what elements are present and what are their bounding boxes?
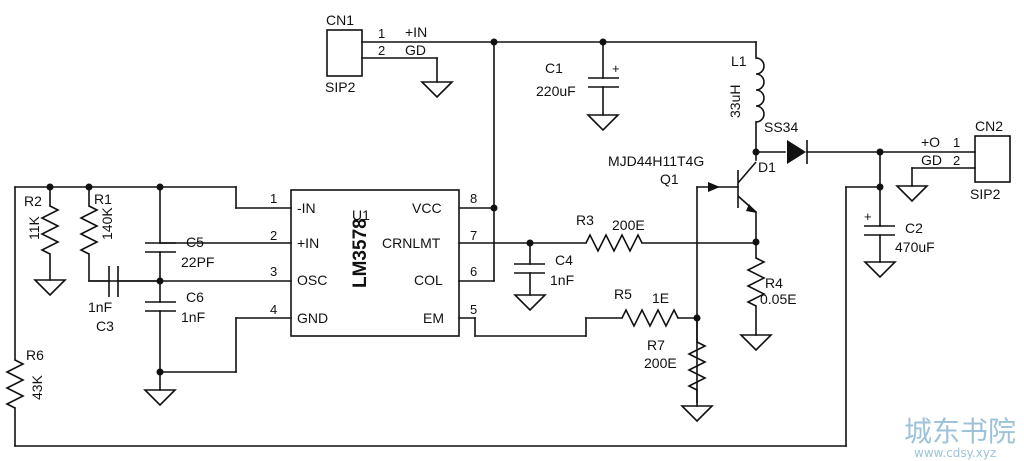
r2-value: 11K — [26, 215, 42, 240]
pin6-num: 6 — [470, 264, 477, 279]
d1-value: SS34 — [764, 119, 798, 135]
ground-symbol-r7 — [680, 405, 714, 423]
watermark: 城东书院 www.cdsy.xyz — [904, 415, 1016, 460]
transistor-q1: MJD44H11T4G Q1 — [608, 153, 757, 213]
resistor-r4: R4 0.05E — [746, 257, 797, 336]
c2-polarity: + — [864, 209, 872, 224]
l1-value: 33uH — [727, 85, 743, 118]
resistor-r3: R3 200E — [576, 212, 757, 253]
c4-value: 1nF — [550, 272, 574, 288]
cn2-pin2-num: 2 — [953, 153, 960, 168]
cn1-ref: CN1 — [326, 12, 354, 28]
c5-value: 22PF — [181, 254, 214, 270]
c3-ref: C3 — [96, 318, 114, 334]
capacitor-c5: C5 22PF — [145, 234, 214, 282]
pin8-num: 8 — [470, 191, 477, 206]
resistor-r5: R5 1E — [614, 286, 698, 328]
ic-u1: U1 LM3578 -IN +IN OSC GND VCC CRNLMT COL… — [270, 189, 477, 337]
r4-value: 0.05E — [760, 291, 797, 307]
c1-polarity: + — [612, 61, 620, 76]
r3-ref: R3 — [576, 212, 594, 228]
r5-value: 1E — [652, 290, 669, 306]
watermark-url: www.cdsy.xyz — [914, 446, 996, 460]
c5-ref: C5 — [186, 234, 204, 250]
c1-value: 220uF — [536, 83, 576, 99]
c2-value: 470uF — [895, 239, 935, 255]
pin2-name: +IN — [297, 235, 319, 251]
resistor-r6: R6 43K — [5, 347, 45, 447]
q1-value: MJD44H11T4G — [608, 153, 704, 169]
c4-ref: C4 — [555, 252, 573, 268]
cn1-pin2-num: 2 — [378, 43, 385, 58]
pin4-num: 4 — [270, 302, 277, 317]
l1-ref: L1 — [731, 53, 747, 69]
connector-cn1: CN1 SIP2 1 +IN 2 GD — [325, 12, 495, 95]
ground-symbol-c2 — [863, 261, 897, 279]
ic-name: LM3578 — [350, 218, 371, 288]
cn1-pin1-num: 1 — [378, 26, 385, 41]
capacitor-c1: + C1 220uF — [536, 41, 620, 116]
r4-ref: R4 — [765, 275, 783, 291]
pin3-num: 3 — [270, 264, 277, 279]
pin3-name: OSC — [297, 272, 327, 288]
resistor-r2: R2 11K — [24, 186, 60, 281]
r6-value: 43K — [29, 374, 45, 400]
junction-dot — [876, 183, 884, 191]
resistor-r1: R1 140K — [79, 186, 115, 282]
cn2-pin2-net: GD — [921, 152, 942, 168]
c2-ref: C2 — [905, 220, 923, 236]
r6-ref: R6 — [26, 347, 44, 363]
pin1-num: 1 — [270, 191, 277, 206]
ground-symbol-cn2 — [895, 185, 929, 203]
pin7-name: CRNLMT — [382, 235, 441, 251]
r2-ref: R2 — [24, 193, 42, 209]
r7-ref: R7 — [647, 337, 665, 353]
c6-ref: C6 — [186, 289, 204, 305]
capacitor-c6: C6 1nF — [145, 280, 205, 391]
pin4-name: GND — [297, 310, 328, 326]
r5-ref: R5 — [614, 286, 632, 302]
ground-symbol-c1 — [586, 114, 620, 132]
d1-ref: D1 — [758, 159, 776, 175]
cn1-pin2-net: GD — [405, 42, 426, 58]
q1-ref: Q1 — [660, 171, 679, 187]
r7-value: 200E — [644, 355, 677, 371]
capacitor-c3: 1nF C3 — [88, 266, 161, 334]
pin5-name: EM — [423, 310, 444, 326]
r3-value: 200E — [612, 217, 645, 233]
pin7-num: 7 — [470, 228, 477, 243]
r1-ref: R1 — [94, 191, 112, 207]
ic-ref: U1 — [352, 207, 370, 223]
pin5-num: 5 — [470, 302, 477, 317]
junction-dot — [490, 38, 498, 46]
c1-ref: C1 — [545, 60, 563, 76]
capacitor-c4: C4 1nF — [514, 242, 574, 296]
c6-value: 1nF — [181, 309, 205, 325]
pin2-num: 2 — [270, 228, 277, 243]
pin6-name: COL — [414, 272, 443, 288]
cn2-type: SIP2 — [970, 186, 1001, 202]
ground-symbol-cn1 — [420, 81, 454, 99]
ground-symbol-c4 — [513, 294, 547, 312]
pin1-name: -IN — [297, 200, 316, 216]
cn1-type: SIP2 — [325, 79, 356, 95]
resistor-r7: R7 200E — [644, 317, 707, 407]
inductor-l1: L1 33uH — [727, 41, 765, 161]
connector-cn2: CN2 SIP2 +O 1 GD 2 — [911, 118, 1011, 202]
pin8-name: VCC — [412, 200, 442, 216]
cn1-pin1-net: +IN — [405, 24, 427, 40]
c3-value: 1nF — [88, 299, 112, 315]
diode-d1: SS34 D1 — [755, 119, 976, 175]
cn2-ref: CN2 — [975, 118, 1003, 134]
cn2-pin1-num: 1 — [953, 135, 960, 150]
junction-dot — [752, 238, 760, 246]
watermark-text: 城东书院 — [904, 415, 1016, 448]
ground-symbol-c6 — [143, 389, 177, 407]
junction-dot — [752, 148, 760, 156]
ground-symbol-r2 — [33, 279, 67, 297]
r1-value: 140K — [99, 207, 115, 240]
ground-symbol-r4 — [739, 334, 773, 352]
cn2-pin1-net: +O — [921, 134, 940, 150]
